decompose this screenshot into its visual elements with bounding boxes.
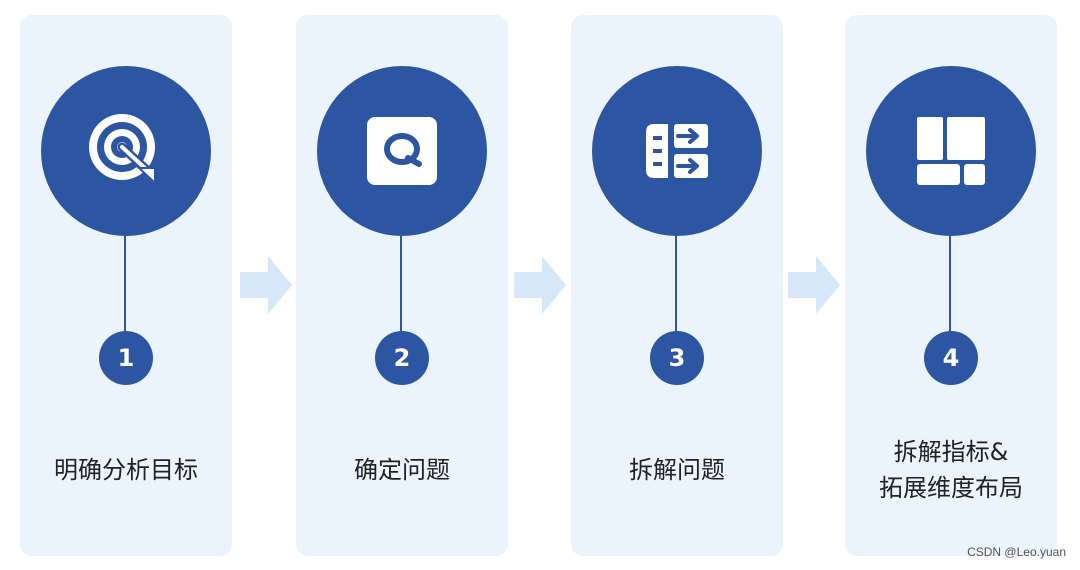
step-2-label: 确定问题 (296, 435, 508, 505)
flow-arrow-icon (788, 256, 840, 314)
step-3-label-line: 拆解问题 (629, 456, 725, 484)
step-card-3: 3 拆解问题 (571, 15, 783, 556)
step-4-connector (949, 236, 951, 351)
decompose-icon (646, 124, 708, 178)
target-icon (89, 114, 156, 186)
step-1-connector (124, 236, 126, 351)
step-1-number: 1 (99, 331, 153, 385)
step-4-label: 拆解指标& 拓展维度布局 (845, 435, 1057, 505)
step-3-icon-circle (592, 66, 762, 236)
step-4-icon-circle (866, 66, 1036, 236)
watermark: CSDN @Leo.yuan (967, 545, 1066, 559)
step-3-connector (675, 236, 677, 351)
step-card-1: 1 明确分析目标 (20, 15, 232, 556)
step-3-number: 3 (650, 331, 704, 385)
step-2-label-line: 确定问题 (354, 456, 450, 484)
step-4-number: 4 (924, 331, 978, 385)
step-1-label: 明确分析目标 (20, 435, 232, 505)
step-1-label-line: 明确分析目标 (54, 456, 198, 484)
step-4-label-line-1: 拆解指标& (893, 438, 1009, 466)
step-3-label: 拆解问题 (571, 435, 783, 505)
step-card-4: 4 拆解指标& 拓展维度布局 (845, 15, 1057, 556)
step-card-2: 2 确定问题 (296, 15, 508, 556)
step-2-icon-circle (317, 66, 487, 236)
question-q-icon (367, 117, 437, 185)
step-2-number: 2 (375, 331, 429, 385)
step-2-connector (400, 236, 402, 351)
step-1-icon-circle (41, 66, 211, 236)
flow-arrow-icon (514, 256, 566, 314)
layout-grid-icon (917, 117, 985, 185)
flow-arrow-icon (240, 256, 292, 314)
step-4-label-line-2: 拓展维度布局 (879, 474, 1023, 502)
